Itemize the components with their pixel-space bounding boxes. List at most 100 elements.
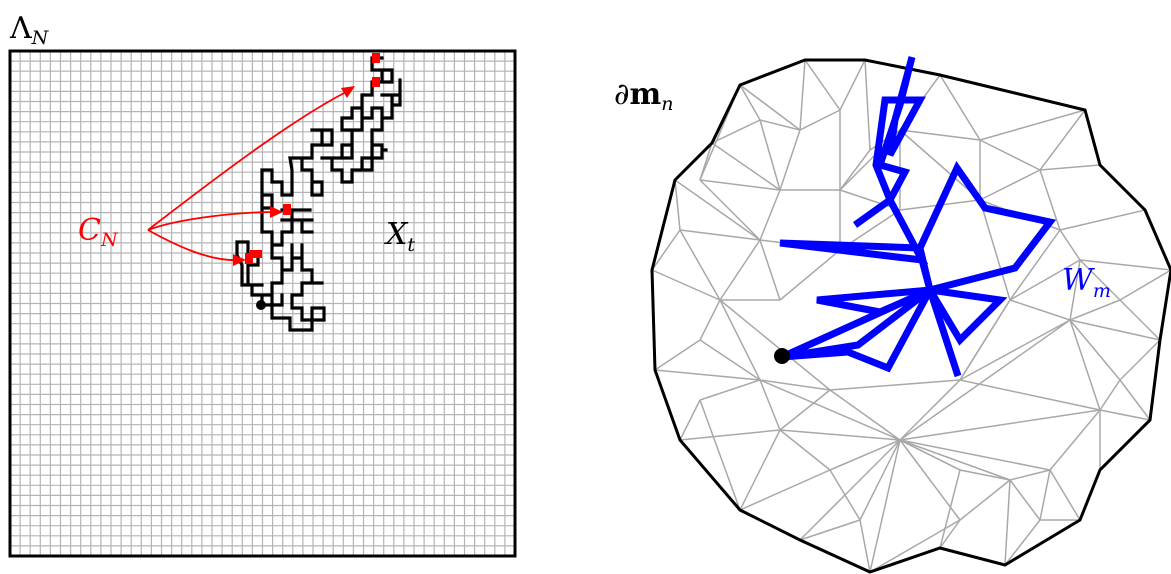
- mesh-edge: [899, 379, 961, 441]
- map-boundary: [650, 58, 1171, 574]
- mesh-edge: [1119, 339, 1161, 381]
- mesh-edge: [899, 439, 961, 471]
- mesh-edge: [1099, 409, 1151, 421]
- mesh-edge: [829, 439, 901, 471]
- mesh-edge: [654, 369, 761, 381]
- mesh-edge: [799, 519, 861, 541]
- mesh-edge: [1079, 259, 1171, 271]
- walk-start-dot: [256, 300, 266, 310]
- mesh-edge: [699, 179, 761, 241]
- mesh-edge: [899, 129, 981, 141]
- mesh-edge: [759, 119, 781, 191]
- mesh-edge: [759, 239, 781, 301]
- cluster-arrows: [147, 89, 351, 261]
- mesh-edge: [759, 189, 781, 241]
- lattice-random-walk: [235, 56, 402, 332]
- mesh-edge: [1069, 319, 1121, 381]
- mesh-edge: [739, 84, 801, 131]
- mesh-edge: [979, 139, 1041, 171]
- mesh-edge: [679, 229, 721, 301]
- mesh-edge: [739, 469, 831, 511]
- mesh-edge: [1099, 379, 1121, 411]
- mesh-edge: [679, 399, 701, 441]
- right-panel-random-map: ∂mn Wm: [614, 56, 1171, 574]
- mesh-edge: [1039, 169, 1061, 231]
- arrow-to-lower: [147, 229, 241, 261]
- mesh-edge: [959, 319, 1071, 381]
- mesh-edge: [654, 339, 701, 371]
- boundary-label: ∂mn: [614, 77, 674, 115]
- mesh-edge: [899, 439, 961, 521]
- mesh-edge: [1069, 259, 1081, 321]
- lattice-frame: [8, 49, 517, 558]
- mesh-edge: [859, 519, 871, 573]
- cluster-point: [283, 204, 291, 215]
- mesh-edge: [699, 339, 761, 381]
- mesh-edge: [779, 129, 801, 191]
- walk-label: Xt: [384, 217, 415, 256]
- mesh-edge: [799, 59, 806, 131]
- mesh-edge: [1009, 479, 1041, 521]
- mesh-edge: [1119, 379, 1151, 421]
- arrow-heads: [233, 86, 355, 266]
- mesh-edge: [829, 389, 901, 441]
- mesh-edge: [869, 439, 901, 573]
- mesh-edge: [719, 299, 831, 391]
- mesh-edge: [1039, 109, 1086, 171]
- mesh-edge: [899, 439, 1051, 471]
- mesh-edge: [779, 429, 831, 471]
- mesh-edge: [739, 84, 761, 121]
- mesh-edge: [939, 519, 961, 549]
- mesh-edge: [799, 109, 841, 131]
- mesh-edge: [899, 439, 1011, 481]
- cluster-point: [372, 77, 380, 87]
- mesh-edge: [779, 249, 841, 301]
- mesh-edge: [711, 142, 781, 191]
- mesh-edge: [719, 299, 761, 381]
- mesh-edge: [899, 129, 981, 201]
- mesh-edge: [1119, 299, 1161, 341]
- mesh-edge: [1059, 229, 1081, 261]
- mesh-edge: [759, 119, 801, 131]
- cluster-points: [245, 53, 380, 264]
- mesh-edge: [829, 379, 961, 391]
- left-panel-lattice-box: ΛN CN Xt: [8, 11, 517, 558]
- mesh-edge: [1004, 479, 1011, 566]
- mesh-edge: [699, 179, 781, 191]
- mesh-edge: [979, 169, 1041, 201]
- mesh-edge: [959, 479, 1011, 521]
- mesh-edge: [829, 469, 861, 521]
- mesh-edge: [699, 399, 741, 511]
- mesh-edge: [1069, 299, 1121, 321]
- mesh-edge: [674, 179, 761, 241]
- mesh-edge: [979, 199, 1011, 301]
- cluster-point: [372, 53, 380, 63]
- mesh-edge: [1049, 409, 1101, 471]
- cluster-point: [250, 250, 262, 258]
- mesh-edge: [719, 239, 761, 301]
- mesh-edge: [699, 142, 713, 181]
- mesh-edge: [1079, 259, 1121, 301]
- mesh-edge: [1119, 269, 1171, 301]
- mesh-edge: [959, 299, 1011, 381]
- mesh-edge: [1009, 229, 1061, 301]
- mesh-edge: [1059, 209, 1146, 231]
- mesh-edge: [739, 429, 781, 511]
- mesh-edge: [1004, 519, 1041, 566]
- mesh-edge: [839, 149, 871, 191]
- mesh-edge: [651, 229, 681, 271]
- mesh-edge: [869, 519, 961, 573]
- walk-label: Wm: [1062, 263, 1111, 302]
- mesh-edge: [1039, 164, 1101, 171]
- mesh-edge: [779, 429, 901, 441]
- walk-start-dot: [774, 348, 790, 364]
- mesh-edge: [899, 319, 1071, 441]
- mesh-edge: [1009, 259, 1081, 301]
- mesh-edge: [859, 439, 901, 521]
- mesh-edge: [779, 389, 831, 431]
- arrow-head: [233, 254, 246, 266]
- mesh-edge: [759, 379, 781, 431]
- arrow-to-middle: [147, 211, 277, 231]
- mesh-edge: [679, 429, 781, 441]
